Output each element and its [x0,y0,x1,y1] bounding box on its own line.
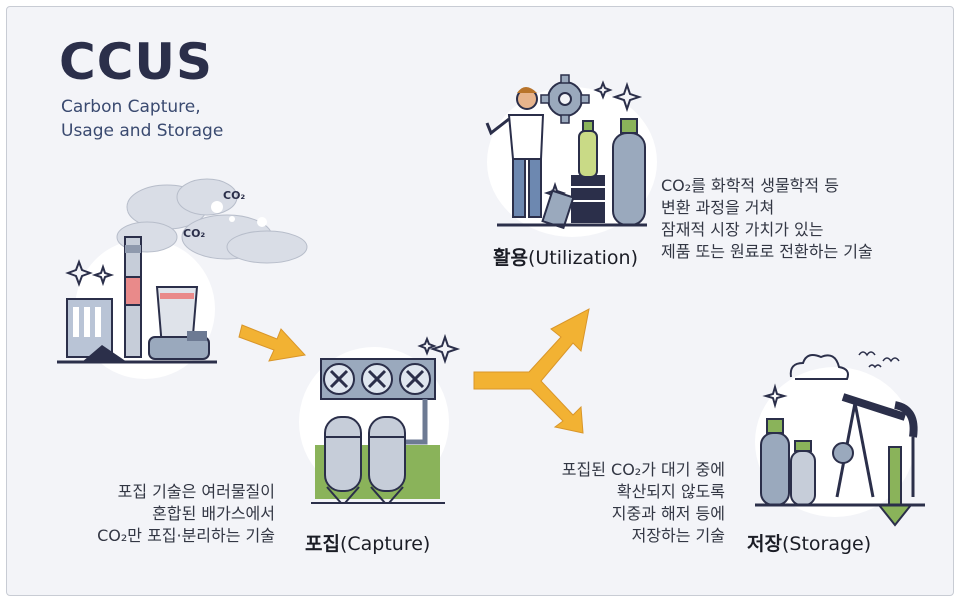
page-title: CCUS [59,33,213,91]
capture-description: 포집 기술은 여러물질이 혼합된 배가스에서 CO₂만 포집·분리하는 기술 [47,481,275,547]
description-line: CO₂를 화학적 생물학적 등 [661,176,839,195]
co2-label: CO₂ [183,227,206,240]
description-line: 지중과 해저 등에 [611,504,725,523]
fan-unit [320,358,436,400]
storage-tank [790,450,816,506]
description-line: 포집 기술은 여러물질이 [117,482,275,501]
factory-illustration [57,178,308,364]
capture-tank [324,416,362,492]
worker-figure [485,87,545,218]
smoke-cloud [116,178,308,264]
description-line: 포집된 CO₂가 대기 중에 [561,460,725,479]
down-arrow-icon [876,446,914,527]
bottle [578,130,598,178]
arrow-to-capture-icon [238,324,306,362]
description-line: 변환 과정을 거쳐 [661,198,775,217]
capture-illustration [311,333,461,504]
utilization-illustration [485,74,647,230]
infographic-frame: CCUS Carbon Capture, Usage and Storage [6,6,954,596]
subtitle-line: Usage and Storage [61,121,224,141]
page-subtitle: Carbon Capture, Usage and Storage [61,95,223,143]
capture-tank [368,416,406,492]
description-line: 혼합된 배가스에서 [152,504,275,523]
description-line: 잠재적 시장 가치가 있는 [661,220,824,239]
description-line: 확산되지 않도록 [616,482,725,501]
gas-cylinder [612,132,646,226]
cloud-icon [789,354,849,380]
sparkle-icon [65,259,115,287]
storage-tank [760,432,790,506]
utilization-description: CO₂를 화학적 생물학적 등 변환 과정을 거쳐 잠재적 시장 가치가 있는 … [661,175,873,263]
gear-icon [540,74,590,124]
storage-illustration [755,351,925,527]
bird-icon [858,351,900,369]
storage-description: 포집된 CO₂가 대기 중에 확산되지 않도록 지중과 해저 등에 저장하는 기… [487,459,725,547]
capture-label: 포집(Capture) [305,533,431,555]
description-line: 제품 또는 원료로 전환하는 기술 [661,242,873,261]
co2-label: CO₂ [223,189,246,202]
description-line: 저장하는 기술 [631,526,725,545]
sparkle-icon [417,333,461,365]
description-line: CO₂만 포집·분리하는 기술 [97,526,275,545]
pump-jack [832,393,918,498]
storage-label: 저장(Storage) [747,533,872,555]
subtitle-line: Carbon Capture, [61,97,201,117]
split-arrow-icon [473,308,590,434]
utilization-label: 활용(Utilization) [493,247,638,269]
sparkle-icon [762,383,788,409]
